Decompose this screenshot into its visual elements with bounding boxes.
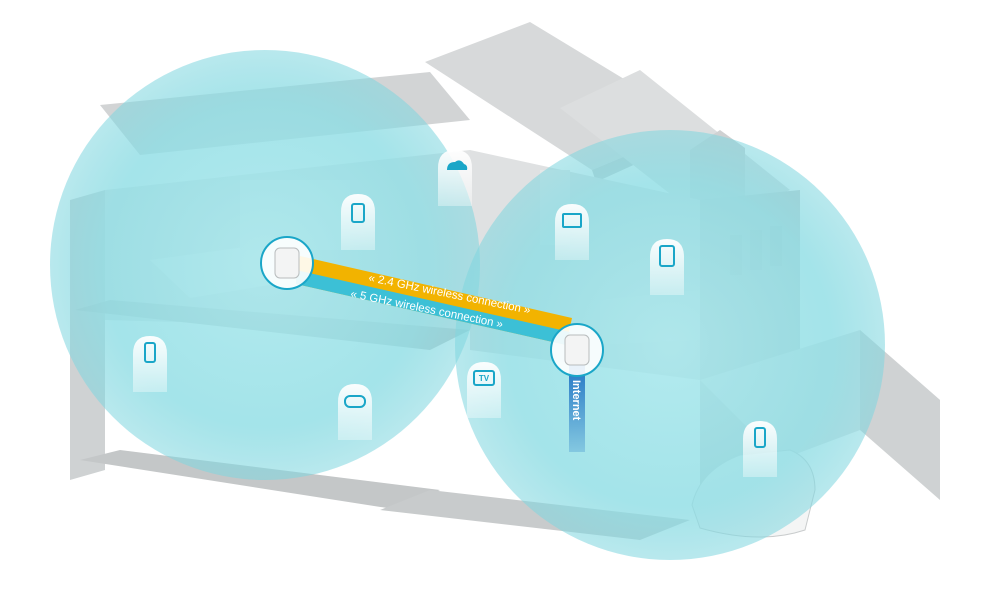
tv-badge-text: TV: [479, 374, 490, 383]
internet-bar: [569, 362, 585, 452]
device-badge-tablet: [650, 239, 684, 295]
monitor-icon: [562, 213, 582, 228]
device-badge-tv: TV: [467, 362, 501, 418]
device-badge-game: [338, 384, 372, 440]
internet-label: Internet: [570, 380, 582, 421]
speaker-icon: [351, 203, 365, 223]
router-icon: [564, 334, 590, 366]
device-badge-cloud: [438, 150, 472, 206]
tablet-icon: [659, 245, 675, 267]
phone-icon: [144, 342, 156, 363]
router-icon: [274, 247, 300, 279]
device-badge-monitor: [555, 204, 589, 260]
device-badge-phone-left: [133, 336, 167, 392]
cloud-icon: [447, 160, 468, 170]
internet-feed: Internet: [569, 362, 585, 452]
mesh-unit-left: [260, 236, 314, 290]
phone-icon: [754, 427, 766, 448]
coverage-bubble-right: [455, 130, 885, 560]
tv-icon: [473, 370, 495, 386]
game-controller-icon: [344, 395, 366, 408]
mesh-unit-right: [550, 323, 604, 377]
band-5-beam: [296, 270, 570, 345]
device-badge-speaker: [341, 194, 375, 250]
device-badge-phone-garage: [743, 421, 777, 477]
